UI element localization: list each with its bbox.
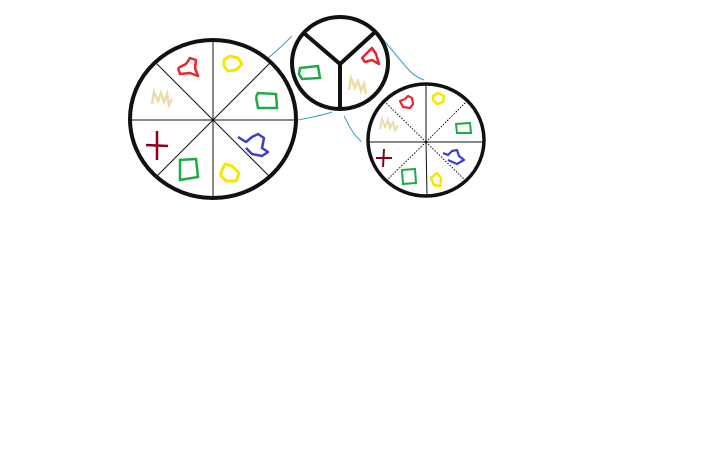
divider bbox=[303, 32, 342, 66]
connector-small-to-medium-bottom bbox=[343, 115, 362, 143]
divider bbox=[425, 141, 468, 183]
medium-wheel bbox=[366, 82, 486, 198]
connector-small-to-medium-top bbox=[381, 37, 425, 81]
connector-large-to-small bbox=[267, 35, 293, 59]
green-square-icon bbox=[297, 64, 322, 81]
maroon-cross-icon bbox=[376, 148, 392, 168]
yellow-loop-icon bbox=[431, 91, 446, 106]
red-squiggle-icon bbox=[176, 56, 200, 78]
green-square-icon bbox=[454, 121, 473, 134]
maroon-cross-icon bbox=[145, 131, 169, 160]
green-square-icon bbox=[400, 167, 418, 186]
divider bbox=[384, 141, 427, 183]
divider bbox=[338, 31, 376, 66]
large-wheel-dividers bbox=[132, 42, 296, 198]
connector-lines bbox=[267, 35, 425, 143]
yellow-loop-icon bbox=[219, 162, 241, 183]
small-wheel bbox=[290, 15, 390, 111]
green-square-icon bbox=[178, 157, 200, 182]
blue-squiggle-icon bbox=[442, 148, 466, 166]
green-square-icon bbox=[254, 91, 279, 110]
divider bbox=[154, 61, 214, 121]
divider bbox=[212, 61, 272, 121]
divider bbox=[425, 141, 428, 197]
small-wheel-rim bbox=[290, 15, 390, 111]
small-wheel-dividers bbox=[303, 31, 376, 110]
large-wheel bbox=[128, 38, 298, 200]
yellow-loop-icon bbox=[222, 54, 244, 73]
medium-wheel-dividers bbox=[369, 84, 484, 197]
divider bbox=[384, 101, 427, 143]
yellow-loop-icon bbox=[429, 171, 443, 188]
tan-zigzag-icon bbox=[347, 73, 368, 95]
connector-large-to-small-bottom bbox=[297, 111, 333, 121]
medium-wheel-rim bbox=[366, 82, 486, 198]
divider bbox=[425, 100, 468, 143]
tan-zigzag-icon bbox=[379, 115, 399, 133]
blue-squiggle-icon bbox=[237, 132, 270, 158]
tan-zigzag-icon bbox=[150, 87, 174, 109]
red-squiggle-icon bbox=[360, 46, 381, 66]
medium-wheel-dotted-dividers bbox=[384, 100, 468, 183]
divider bbox=[212, 119, 272, 179]
red-squiggle-icon bbox=[398, 94, 415, 110]
large-wheel-rim bbox=[128, 38, 298, 200]
divider bbox=[154, 119, 214, 179]
